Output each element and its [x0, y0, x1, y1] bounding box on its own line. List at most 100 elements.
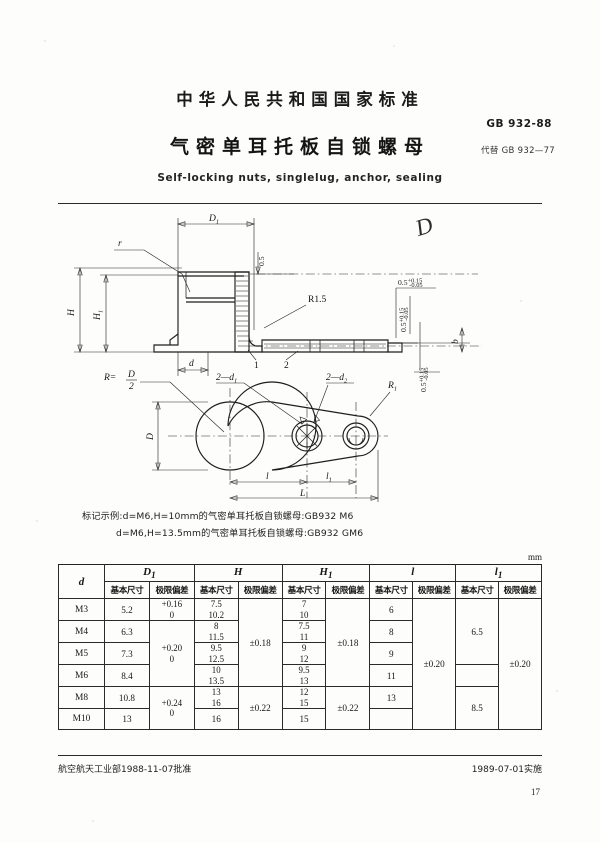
label-R-denominator: 2 — [129, 382, 134, 392]
replaces-note: 代替 GB 932—77 — [481, 146, 555, 156]
label-b: b — [451, 339, 461, 344]
label-l: l — [266, 472, 269, 482]
subhead-basic-l: 基本尺寸 — [369, 581, 414, 599]
col-header-H1: H1 — [281, 564, 371, 582]
label-R-equals: R= — [103, 373, 116, 383]
paper-speck — [36, 520, 38, 522]
label-R-numerator: D — [127, 370, 135, 380]
label-holes-d2: 2—d2 — [326, 373, 348, 385]
technical-drawing: D1 — [58, 210, 542, 505]
cell-D1-basic: 8.4 — [104, 664, 150, 687]
paper-speck — [92, 820, 94, 822]
national-standard-title: 中华人民共和国国家标准 — [176, 90, 424, 109]
subhead-basic-D1: 基本尺寸 — [104, 581, 150, 599]
paper-speck — [520, 300, 522, 302]
label-holes-d1: 2—d1 — [216, 373, 237, 385]
col-header-H: H — [193, 564, 283, 582]
cell-l-basic: 6 — [369, 598, 414, 621]
cell-d: M5 — [58, 642, 105, 665]
table-head: d D1 H H1 l l1 — [58, 564, 542, 599]
paper-speck — [556, 690, 558, 692]
paper-speck — [393, 45, 395, 47]
label-R1: R1 — [387, 381, 397, 393]
cell-d: M3 — [58, 598, 105, 621]
cell-H-dev: ±0.18 — [237, 598, 283, 687]
cell-D1-basic: 13 — [104, 708, 150, 730]
table-header-row-groups: d D1 H H1 l l1 — [58, 564, 542, 599]
cell-H1-basic: 15 — [281, 708, 327, 730]
label-part-1: 1 — [254, 361, 259, 371]
cell-D1-basic: 6.3 — [104, 620, 150, 643]
label-H1: H1 — [93, 310, 105, 321]
cell-D1-basic: 10.8 — [104, 686, 150, 709]
dimension-table-grid: d D1 H H1 l l1 — [58, 564, 542, 730]
marking-example-line-2: d=M6,H=13.5mm的气密单耳托板自锁螺母:GB932 GM6 — [116, 527, 364, 539]
label-tol-05-top: 0.5+0.15-0.05 — [398, 278, 423, 290]
subhead-dev-l1: 极限偏差 — [498, 581, 542, 599]
cell-H1-dev: ±0.22 — [325, 686, 371, 730]
cell-l-basic — [369, 708, 414, 730]
label-H: H — [67, 308, 77, 317]
cell-l-basic: 8 — [369, 620, 414, 643]
label-tol-05-bottom: 0.5+0.15-0.05 — [419, 367, 431, 392]
cell-l-basic: 9 — [369, 642, 414, 665]
cell-H1-dev: ±0.18 — [325, 598, 371, 687]
label-L: L — [299, 489, 305, 499]
cell-d: M8 — [58, 686, 105, 709]
subhead-dev-H1: 极限偏差 — [325, 581, 371, 599]
cell-d: M10 — [58, 708, 105, 730]
footer-divider — [58, 755, 542, 757]
cell-l-dev: ±0.20 — [412, 598, 457, 730]
subhead-dev-D1: 极限偏差 — [148, 581, 195, 599]
table-unit-label: mm — [527, 552, 542, 562]
cell-D1-basic: 5.2 — [104, 598, 150, 621]
header-divider — [58, 203, 542, 205]
document-header: 中华人民共和国国家标准 气密单耳托板自锁螺母 Self-locking nuts… — [0, 86, 600, 184]
col-header-D1: D1 — [104, 564, 195, 582]
page-number: 17 — [531, 787, 540, 797]
label-radius-note: R1.5 — [308, 295, 326, 305]
col-header-l1: l1 — [455, 564, 542, 582]
label-tol-05-mid: 0.5+0.15-0.05 — [399, 307, 411, 332]
subhead-basic-H: 基本尺寸 — [193, 581, 239, 599]
label-chamfer-05: 0.5 — [257, 256, 266, 266]
cell-D1-basic: 7.3 — [104, 642, 150, 665]
cell-l1-basic: 8.5 — [455, 686, 500, 730]
drawing-canvas: D1 — [67, 214, 482, 502]
cell-l-basic: 13 — [369, 686, 414, 709]
col-header-d: d — [58, 564, 105, 599]
label-d: d — [189, 359, 194, 369]
label-l1: l1 — [326, 472, 332, 484]
label-r: r — [118, 239, 122, 249]
subhead-dev-l: 极限偏差 — [412, 581, 457, 599]
subhead-basic-l1: 基本尺寸 — [455, 581, 500, 599]
label-D1: D1 — [208, 214, 219, 226]
approval-text: 航空航天工业部1988-11-07批准 — [58, 765, 192, 775]
cell-d: M4 — [58, 620, 105, 643]
cell-l1-basic: 6.5 — [455, 598, 500, 665]
page-title: 气密单耳托板自锁螺母 — [169, 136, 430, 158]
table-row: M10 13 16 15 — [58, 708, 542, 730]
cell-H-basic: 16 — [193, 708, 239, 730]
table-header-row-sub: 基本尺寸 极限偏差 基本尺寸 极限偏差 基本尺寸 极限偏差 基本尺寸 极限偏差 … — [59, 581, 542, 599]
effective-date: 1989-07-01实施 — [471, 765, 542, 775]
